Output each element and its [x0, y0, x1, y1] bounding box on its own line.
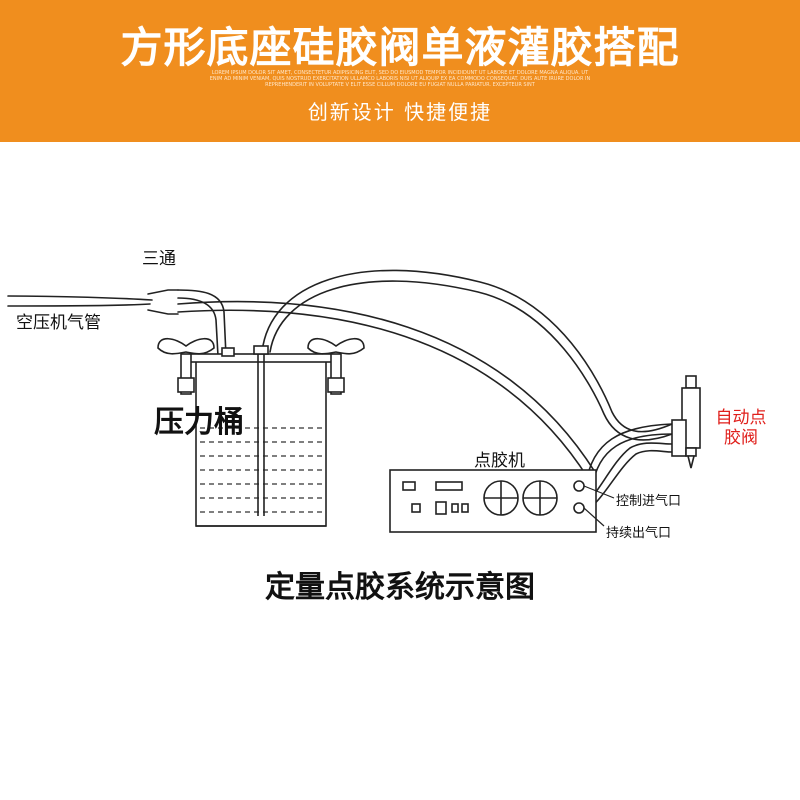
air-pipe-line [7, 303, 151, 307]
bucket-liquid [200, 427, 322, 513]
placeholder-fine-text: LOREM IPSUM DOLOR SIT AMET, CONSECTETUR … [209, 70, 591, 88]
bucket-to-valve-pipe [261, 269, 673, 433]
page-title: 方形底座硅胶阀单液灌胶搭配 [120, 23, 680, 72]
tee-to-bucket-pipe [177, 289, 227, 357]
dispenser-machine [389, 469, 597, 533]
control-port-pipe [585, 423, 673, 485]
outlet-port-pipe [585, 449, 673, 513]
tee-to-bucket-pipe [177, 297, 219, 357]
pressure-bucket [189, 353, 333, 527]
leader-lines [583, 485, 615, 527]
tee-to-dispenser-pipe [177, 300, 596, 473]
label-auto-valve: 自动点胶阀 [715, 408, 767, 448]
tee-to-dispenser-pipe [177, 309, 589, 479]
label-bucket: 压力桶 [154, 406, 244, 440]
label-air-pipe: 空压机气管 [16, 313, 101, 333]
auto-dispensing-valve [671, 375, 701, 469]
diagram-drawing [7, 269, 701, 533]
bucket-to-valve-pipe [269, 280, 673, 441]
air-pipe-line [7, 295, 153, 301]
left-wing-clamp [157, 337, 215, 395]
label-tee: 三通 [142, 249, 176, 269]
page-subtitle: 创新设计 快捷便捷 [307, 100, 493, 124]
label-dispenser: 点胶机 [474, 451, 525, 471]
dip-tube [221, 345, 269, 516]
diagram-caption: 定量点胶系统示意图 [265, 570, 535, 605]
tee-connector [147, 289, 179, 315]
header-banner: 方形底座硅胶阀单液灌胶搭配 LOREM IPSUM DOLOR SIT AMET… [0, 0, 800, 142]
system-diagram: 三通 空压机气管 压力桶 点胶机 自动点胶阀 控制进气口 持续出气口 [0, 142, 800, 800]
right-wing-clamp [307, 337, 365, 395]
label-continuous-outlet: 持续出气口 [606, 526, 672, 541]
label-control-inlet: 控制进气口 [616, 494, 682, 509]
